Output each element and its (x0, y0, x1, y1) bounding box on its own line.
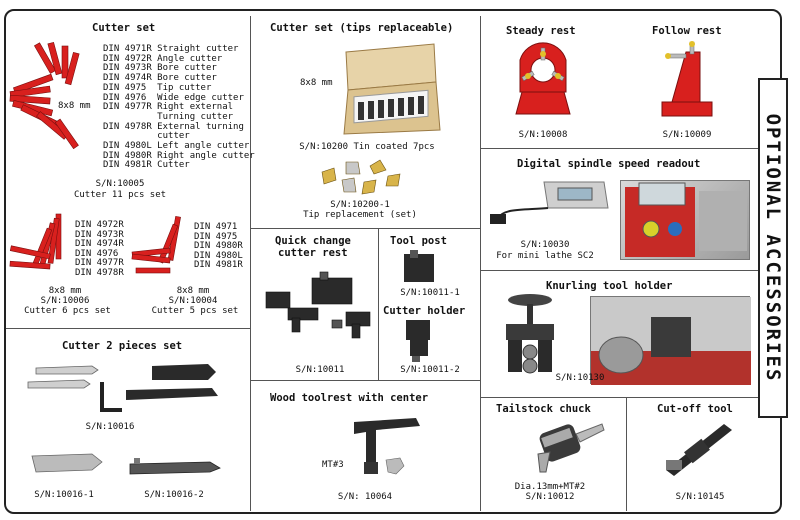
cutter-5-sn: S/N:10004 (168, 296, 218, 306)
tip-inserts-icon (321, 159, 401, 195)
tips-caption: Tip replacement (set) (303, 210, 417, 220)
tips-set-sn: S/N:10200 Tin coated 7pcs (299, 142, 435, 152)
cutter-6-item: DIN 4974R (75, 239, 124, 250)
tips-set-size: 8x8 mm (300, 78, 333, 88)
divider (480, 270, 780, 271)
cutoff-sn: S/N:10145 (675, 492, 725, 502)
cutter-set-item: DIN 4980L Left angle cutter (103, 141, 250, 151)
steady-rest-icon (515, 42, 571, 115)
speed-readout-photo (620, 180, 750, 260)
cutter-holder-sn: S/N:10011-2 (400, 365, 460, 375)
cutter-set-item: Turning cutter (103, 111, 234, 122)
follow-rest-sn: S/N:10009 (662, 130, 712, 140)
speed-readout-sn: S/N:10030 (520, 240, 570, 250)
cutter-6-set-icon (9, 213, 62, 270)
tailstock-caption: Dia.13mm+MT#2 (514, 482, 586, 492)
divider (480, 148, 780, 149)
tailstock-sn: S/N:10012 (525, 492, 575, 502)
wood-toolrest-mt: MT#3 (322, 460, 344, 470)
cutoff-tool-icon (666, 424, 732, 476)
speed-readout-title: Digital spindle speed readout (517, 158, 701, 170)
divider (250, 380, 480, 381)
cutter-5-item: DIN 4981R (194, 260, 243, 271)
cutter-holder-icon (406, 320, 430, 362)
cutter-5-caption: Cutter 5 pcs set (151, 306, 239, 316)
cutter-6-item: DIN 4977R (75, 258, 124, 269)
tailstock-chuck-icon (537, 423, 605, 473)
steady-rest-sn: S/N:10008 (518, 130, 568, 140)
cutter-5-item: DIN 4980L (194, 250, 243, 261)
cutter-set-item: DIN 4974R Bore cutter (103, 73, 217, 84)
cutter-set-item: DIN 4981R Cutter (103, 160, 190, 171)
cutter-set-item: DIN 4977R Right external (103, 102, 234, 113)
divider (250, 16, 251, 511)
steady-rest-title: Steady rest (506, 25, 576, 37)
tailstock-title: Tailstock chuck (496, 403, 591, 415)
cutter-set-sn: S/N:10005 (95, 179, 145, 189)
cutter-6-item: DIN 4976 (75, 248, 119, 259)
side-title: OPTIONAL ACCESSORIES (762, 113, 784, 383)
follow-rest-icon (661, 41, 713, 117)
wood-toolrest-title: Wood toolrest with center (270, 392, 429, 404)
knurling-title: Knurling tool holder (546, 280, 673, 292)
cutter-set-item: DIN 4978R External turning (103, 121, 244, 132)
side-title-box: OPTIONAL ACCESSORIES (758, 78, 788, 418)
cutter-set-item: DIN 4971R Straight cutter (103, 44, 239, 54)
divider (480, 16, 481, 511)
cutter-6-sn: S/N:10006 (40, 296, 90, 306)
cutter-2-1-icon (31, 453, 103, 473)
cutter-5-item: DIN 4975 (194, 231, 238, 242)
tool-post-icon (404, 250, 434, 282)
cutter-set-item: DIN 4972R Angle cutter (103, 53, 223, 64)
quick-change-title-2: cutter rest (278, 247, 348, 259)
divider (626, 397, 627, 511)
cutter-6-item: DIN 4972R (75, 220, 124, 230)
cutter-6-item: DIN 4973R (75, 229, 124, 240)
cutter-5-size: 8x8 mm (176, 286, 210, 296)
cutter-set-item: DIN 4975 Tip cutter (103, 82, 212, 93)
cutter-6-size: 8x8 mm (48, 286, 82, 296)
speed-readout-caption: For mini lathe SC2 (496, 251, 594, 261)
quick-change-icon (265, 271, 371, 339)
follow-rest-title: Follow rest (652, 25, 722, 37)
knurling-icon (506, 294, 554, 374)
knurling-sn: S/N:10130 (555, 373, 605, 383)
tool-post-sn: S/N:10011-1 (400, 288, 460, 298)
divider (378, 228, 379, 380)
cutoff-title: Cut-off tool (657, 403, 733, 415)
cutter-holder-title: Cutter holder (383, 305, 466, 317)
cutter-set-item: DIN 4980R Right angle cutter (103, 150, 255, 161)
cutter-set-item: cutter (103, 131, 190, 142)
cutter-5-item: DIN 4980R (194, 241, 243, 252)
cutter-6-caption: Cutter 6 pcs set (24, 306, 111, 316)
divider (480, 397, 780, 398)
speed-readout-icon (490, 181, 609, 224)
cutter-2-sn: S/N:10016 (85, 422, 135, 432)
cutter-2-2-icon (129, 458, 221, 475)
quick-change-title-1: Quick change (275, 235, 351, 247)
tips-set-title: Cutter set (tips replaceable) (270, 22, 454, 34)
cutter-set-item: DIN 4976 Wide edge cutter (103, 92, 244, 103)
cutter-set-title: Cutter set (92, 22, 156, 34)
quick-change-sn: S/N:10011 (295, 365, 345, 375)
cutter-fan-icon (9, 41, 80, 150)
wood-toolrest-sn: S/N: 10064 (337, 492, 393, 502)
cutter-set-caption: Cutter 11 pcs set (73, 190, 167, 200)
cutter-set-item: DIN 4973R Bore cutter (103, 63, 217, 74)
cutter-6-item: DIN 4978R (75, 268, 124, 278)
cutter-5-item: DIN 4971 (194, 222, 238, 232)
divider (250, 228, 480, 229)
tips-sn: S/N:10200-1 (330, 200, 390, 210)
knurling-photo (590, 296, 751, 385)
wood-toolrest-icon (354, 418, 420, 475)
cutter-5-set-icon (131, 215, 181, 274)
cutter-set-size: 8x8 mm (58, 101, 91, 111)
divider (6, 328, 250, 329)
cutter-2-icon (27, 364, 218, 412)
cutter-2-2-sn: S/N:10016-2 (144, 490, 204, 500)
tool-post-title: Tool post (390, 235, 447, 247)
cutter-2-title: Cutter 2 pieces set (62, 340, 183, 352)
tips-set-box-icon (343, 43, 441, 135)
cutter-2-1-sn: S/N:10016-1 (34, 490, 94, 500)
